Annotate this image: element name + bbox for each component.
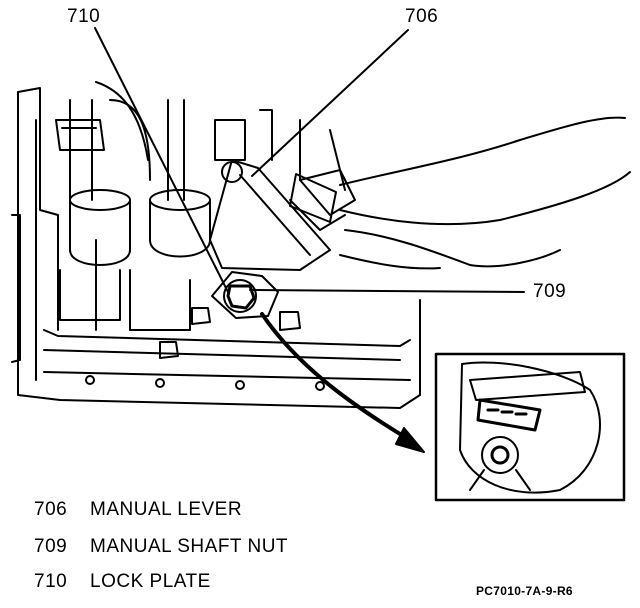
detail-inset [434,352,626,502]
leader-710 [94,27,229,293]
leader-706 [251,29,409,177]
lock-plate [211,271,279,319]
callout-710: 710 [67,6,101,27]
legend-number: 709 [34,536,68,557]
callout-709: 709 [533,281,567,302]
legend-label: LOCK PLATE [90,571,211,592]
figure-code: PC7010-7A-9-R6 [476,584,573,598]
manual-lever [209,159,337,271]
legend-row: 709 MANUAL SHAFT NUT [34,536,288,558]
legend-row: 706 MANUAL LEVER [34,499,242,521]
legend-number: 710 [34,571,68,592]
transmission-housing [11,81,421,409]
detail-arrow [260,312,425,453]
callout-706: 706 [405,6,439,27]
legend-label: MANUAL LEVER [90,499,243,520]
leader-lines [94,27,525,293]
legend-label: MANUAL SHAFT NUT [90,536,289,557]
legend-row: 710 LOCK PLATE [34,571,211,593]
hand-illustration [289,116,631,270]
legend-number: 706 [34,499,68,520]
leader-709 [249,289,525,293]
